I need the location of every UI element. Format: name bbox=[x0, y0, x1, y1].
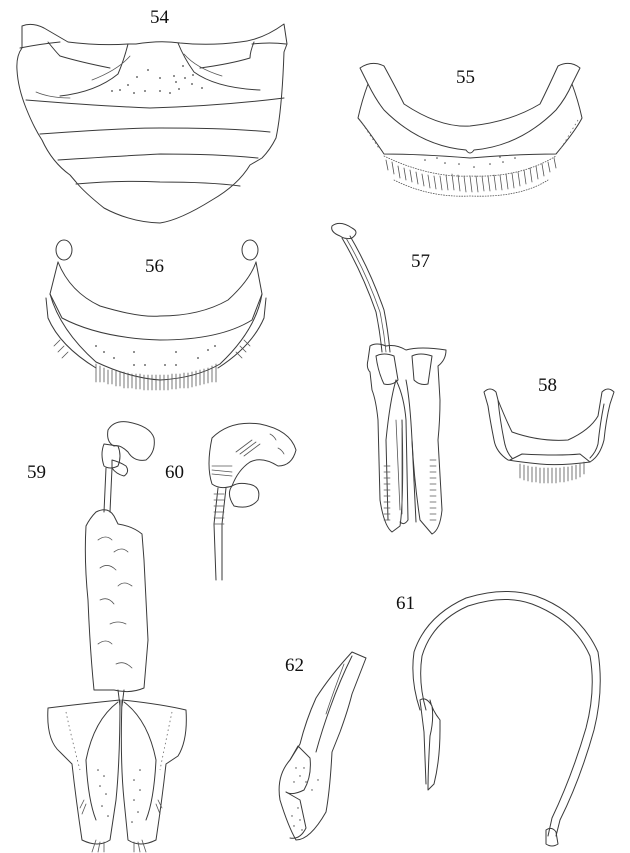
figure-label-54: 54 bbox=[150, 7, 169, 28]
figure-label-61: 61 bbox=[396, 593, 415, 614]
figure-label-58: 58 bbox=[538, 375, 557, 396]
figure-55-drawing bbox=[357, 62, 583, 197]
figure-label-56: 56 bbox=[145, 256, 164, 277]
figure-label-57: 57 bbox=[411, 251, 430, 272]
figure-62-drawing bbox=[278, 651, 367, 841]
figure-59-drawing bbox=[47, 421, 187, 853]
figure-57-drawing bbox=[331, 222, 447, 535]
figure-label-60: 60 bbox=[165, 462, 184, 483]
figure-56-drawing bbox=[45, 239, 267, 391]
figure-54-drawing bbox=[16, 23, 288, 224]
figure-61-drawing bbox=[412, 590, 601, 847]
figure-label-59: 59 bbox=[27, 462, 46, 483]
figure-58-drawing bbox=[483, 388, 615, 484]
figure-label-55: 55 bbox=[456, 67, 475, 88]
figure-label-62: 62 bbox=[285, 655, 304, 676]
figure-60-drawing bbox=[208, 422, 297, 581]
